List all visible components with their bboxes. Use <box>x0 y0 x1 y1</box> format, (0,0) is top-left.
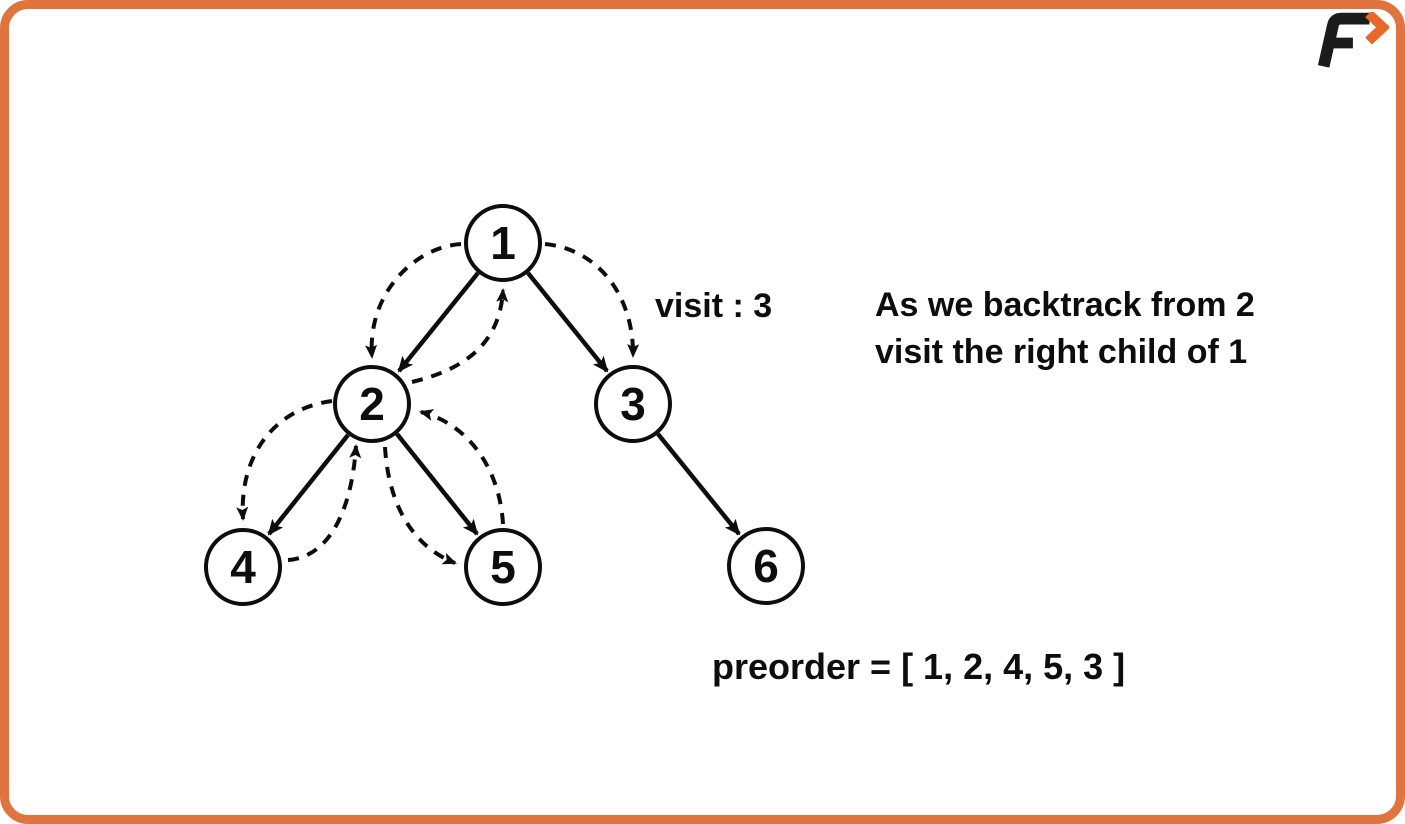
tree-node-1-label: 1 <box>490 217 516 269</box>
edge-2-4 <box>267 433 350 536</box>
tree-node-4-label: 4 <box>230 541 256 593</box>
edge-3-6 <box>656 432 741 536</box>
edge-2-5 <box>395 432 479 536</box>
traversal-arrow-backtrack-4-2 <box>287 444 362 562</box>
tree-node-3: 3 <box>594 365 672 443</box>
logo-f-stroke <box>1317 12 1370 68</box>
edge-1-2 <box>397 271 480 373</box>
preorder-result-label: preorder = [ 1, 2, 4, 5, 3 ] <box>712 646 1126 687</box>
tree-node-5-label: 5 <box>490 541 516 593</box>
tree-node-2: 2 <box>333 365 411 443</box>
edge-1-3 <box>526 271 609 373</box>
backtrack-note: As we backtrack from 2 visit the right c… <box>875 282 1255 376</box>
tree-node-2-label: 2 <box>359 378 385 430</box>
traversal-arrow-visit-4 <box>236 399 333 521</box>
traversal-arrow-visit-5 <box>383 446 457 565</box>
visit-step-label: visit : 3 <box>655 287 773 325</box>
tree-node-4: 4 <box>204 528 282 606</box>
tree-node-5: 5 <box>464 528 542 606</box>
logo-arrow-chevron <box>1365 12 1389 45</box>
tree-node-6: 6 <box>727 527 805 605</box>
tree-node-1: 1 <box>464 204 542 282</box>
tree-node-6-label: 6 <box>753 540 779 592</box>
traversal-arrow-backtrack-2-1 <box>411 288 509 384</box>
traversal-arrow-visit-2 <box>365 242 462 359</box>
traversal-arrow-backtrack-5-2 <box>419 409 505 525</box>
tree-node-3-label: 3 <box>620 378 646 430</box>
takeuforward-logo-icon <box>1317 12 1389 68</box>
backtrack-note-line1: As we backtrack from 2 <box>875 286 1255 324</box>
traversal-arrow-visit-3 <box>544 242 640 358</box>
backtrack-note-line2: visit the right child of 1 <box>875 333 1248 371</box>
